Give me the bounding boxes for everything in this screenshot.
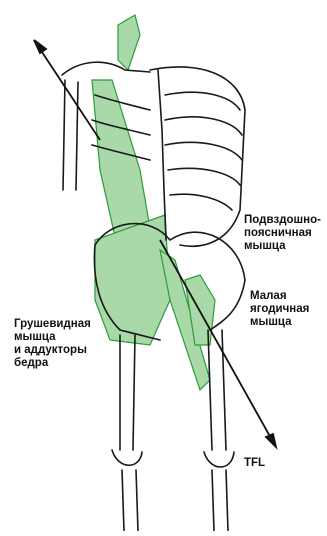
left-femur — [120, 335, 135, 450]
label-tfl: TFL — [244, 457, 265, 470]
scapula — [62, 62, 150, 75]
muscle-group — [92, 15, 215, 390]
arrowhead-lower — [266, 434, 276, 447]
label-gluteus-minimus: Малая ягодичная мышца — [250, 290, 309, 329]
label-iliopsoas: Подвздошно- поясничная мышца — [244, 214, 321, 253]
arrowhead-upper — [34, 40, 46, 53]
arrow-upper — [38, 46, 100, 140]
label-piriformis-adductors: Грушевидная мышца и аддукторы бедра — [14, 318, 91, 370]
right-femur — [208, 330, 226, 450]
arrow-lower — [160, 240, 272, 440]
